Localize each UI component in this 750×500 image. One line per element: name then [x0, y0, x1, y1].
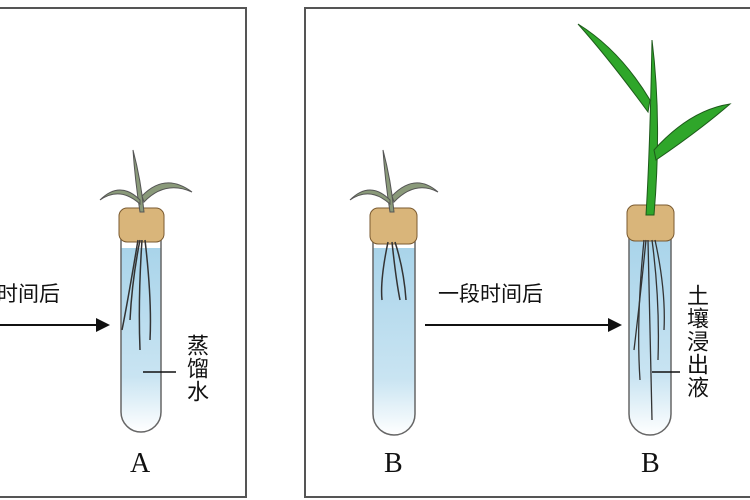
- left-arrow-text: 时间后: [0, 282, 60, 306]
- roots: [380, 241, 407, 301]
- arrow-right: [425, 318, 622, 332]
- roots: [633, 239, 665, 421]
- roots: [121, 239, 152, 351]
- test-tube-b-after: [577, 23, 732, 436]
- wilted-leaves: [99, 149, 193, 213]
- green-leaves: [577, 23, 732, 216]
- tube-label-a: A: [130, 448, 151, 479]
- right-arrow-text: 一段时间后: [438, 282, 543, 306]
- tube-label-b-before: B: [384, 448, 403, 479]
- wilted-leaves: [349, 149, 439, 213]
- test-tube-b-before: [349, 149, 439, 436]
- arrow-left: [0, 318, 110, 332]
- left-panel-frame: [0, 7, 247, 498]
- right-panel-frame: [304, 7, 750, 498]
- tube-label-b-after: B: [641, 448, 660, 479]
- cotton-plug: [118, 207, 165, 243]
- distilled-water-label: 蒸馏水: [183, 334, 208, 403]
- soil-extract-label: 土壤浸出液: [683, 284, 708, 399]
- test-tube-a: [99, 149, 193, 433]
- cotton-plug: [369, 207, 418, 245]
